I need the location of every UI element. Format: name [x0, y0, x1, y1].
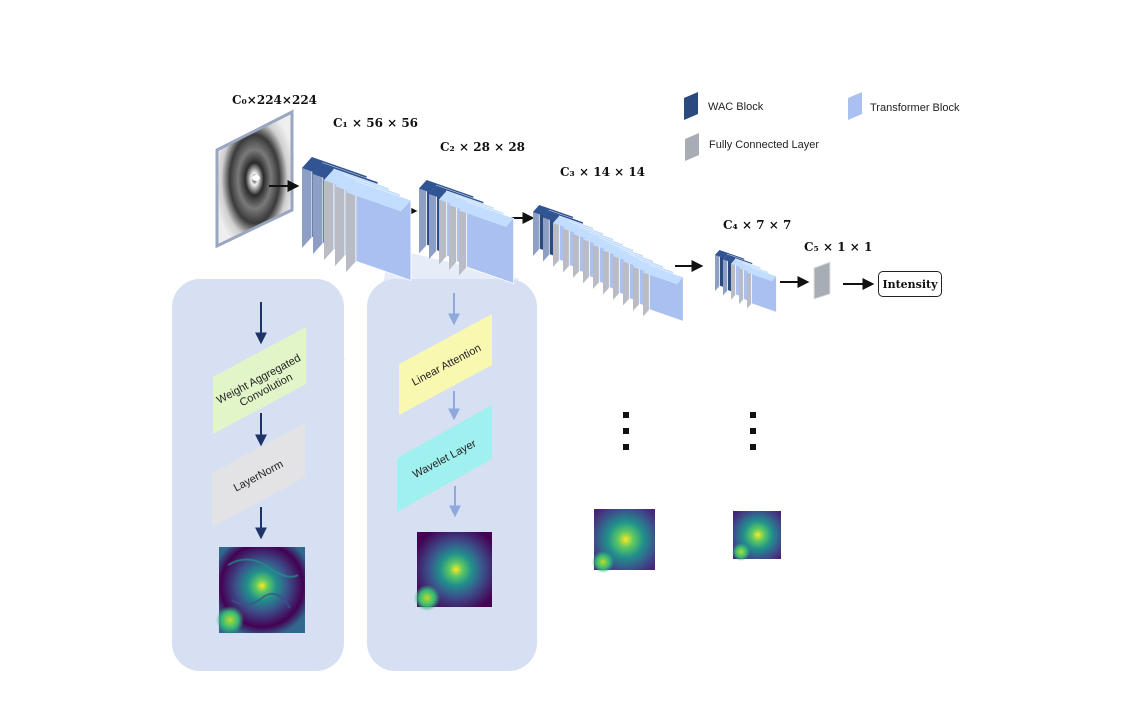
legend-transformer-swatch: [848, 92, 862, 120]
tf-feature-heatmap: [414, 532, 492, 611]
tf-wavelet-box: [397, 405, 492, 512]
dim-stage2: C₂ × 28 × 28: [440, 140, 526, 154]
dim-stage1: C₁ × 56 × 56: [333, 116, 419, 130]
intensity-output-box: Intensity: [878, 271, 942, 297]
dim-stage4: C₄ × 7 × 7: [723, 218, 792, 232]
fc-layer-block: [813, 261, 831, 300]
stage2-block-stack: [419, 179, 515, 285]
stage3-transformer-layer: [643, 264, 684, 322]
legend-wac-label: WAC Block: [708, 101, 764, 113]
stage3-block-stack: [533, 204, 684, 322]
stage3-feature-heatmap: [592, 509, 655, 573]
stage1-transformer-layer: [346, 180, 412, 282]
stage2-transformer-layer: [459, 201, 515, 285]
legend-fc-label: Fully Connected Layer: [709, 139, 820, 151]
stage3-ellipsis-icon: [623, 412, 631, 460]
dim-stage5: C₅ × 1 × 1: [804, 240, 873, 254]
legend-transformer-label: Transformer Block: [870, 102, 960, 114]
wac-feature-heatmap: [216, 547, 305, 634]
dim-input: C₀×224×224: [232, 93, 318, 107]
stage4-feature-heatmap: [732, 511, 781, 561]
legend-fc-swatch: [685, 133, 699, 161]
stage1-block-stack: [302, 156, 412, 282]
stage4-ellipsis-icon: [750, 412, 758, 460]
input-satellite-image: [215, 109, 294, 249]
wac-conv-box: [213, 327, 306, 434]
stage4-transformer-layer: [747, 267, 777, 313]
legend-wac-swatch: [684, 92, 698, 120]
stage4-block-stack: [715, 249, 777, 313]
tf-attention-box: [399, 314, 492, 415]
wac-norm-box: [212, 423, 305, 527]
dim-stage3: C₃ × 14 × 14: [560, 165, 646, 179]
stage-blocks: [302, 156, 777, 322]
